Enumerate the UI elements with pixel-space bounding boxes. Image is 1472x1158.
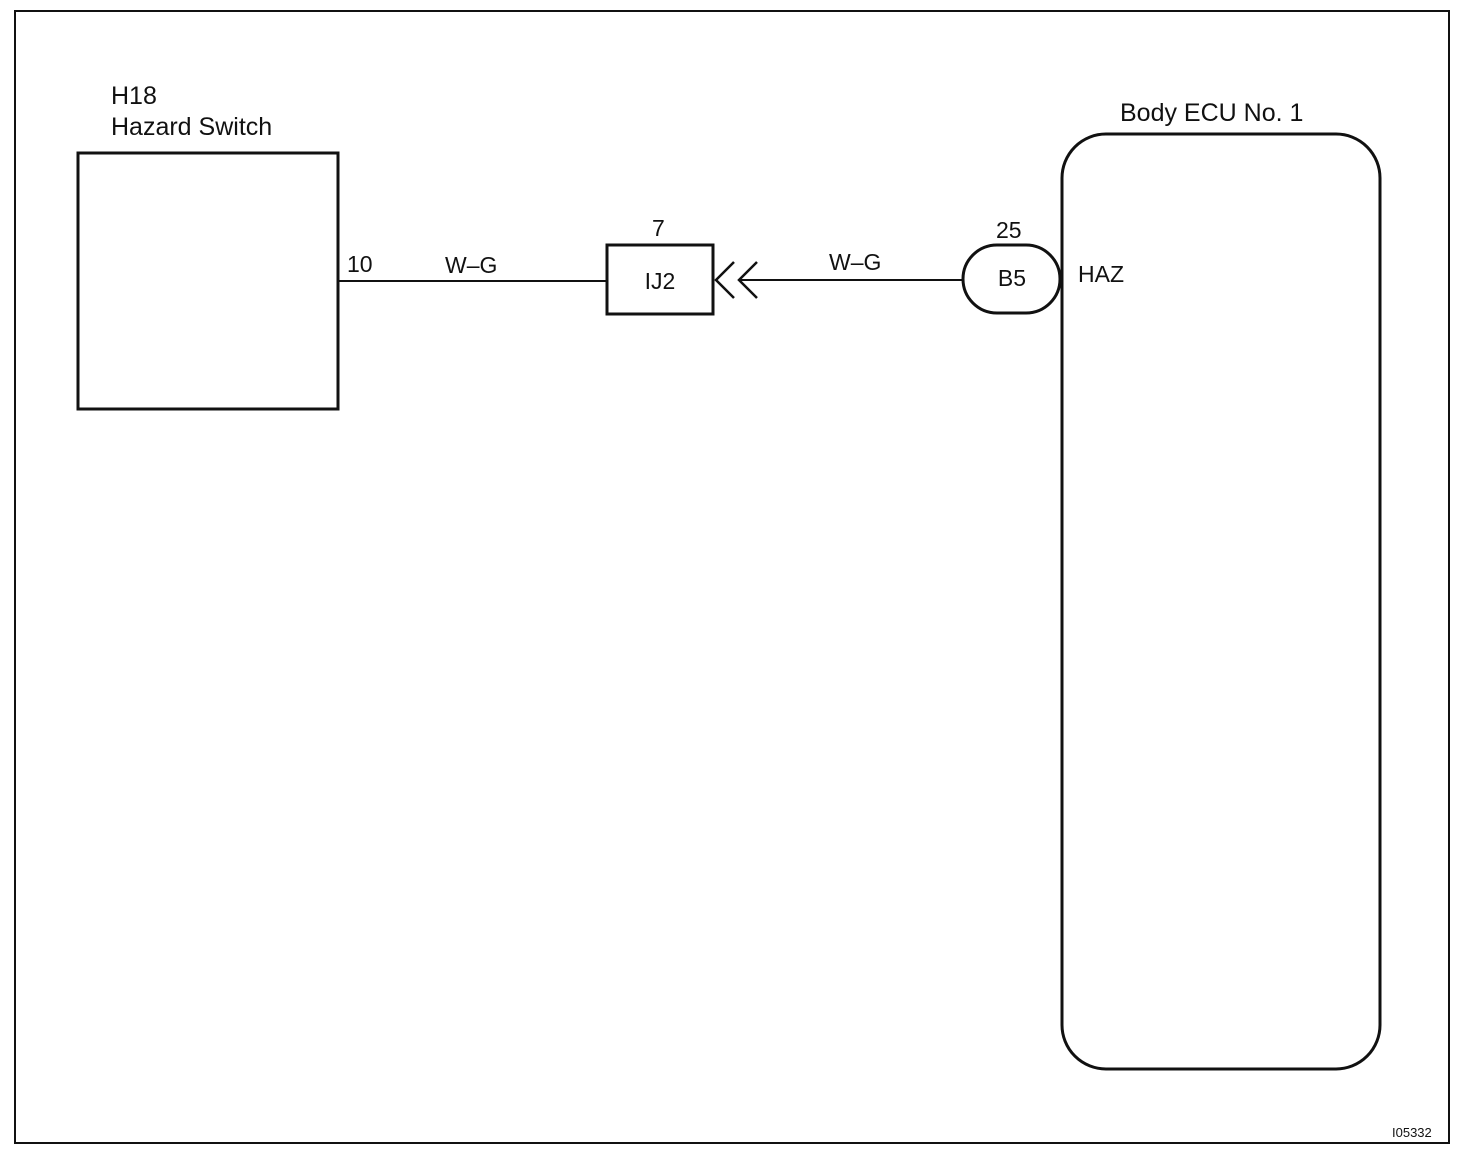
body-ecu-name: Body ECU No. 1 xyxy=(1120,99,1303,127)
wire-left-color: W–G xyxy=(445,252,497,278)
hazard-switch-code: H18 xyxy=(111,82,157,110)
junction-box xyxy=(605,243,715,316)
ecu-connector-pin: 25 xyxy=(996,217,1022,243)
junction-id: IJ2 xyxy=(645,268,676,294)
junction-pin: 7 xyxy=(652,215,665,241)
wire-right-color: W–G xyxy=(829,249,881,275)
ecu-connector-id: B5 xyxy=(998,265,1026,291)
hazard-switch-name: Hazard Switch xyxy=(111,113,272,141)
diagram-frame xyxy=(14,10,1450,1144)
hazard-switch-box xyxy=(76,151,340,411)
figure-id: I05332 xyxy=(1392,1125,1432,1140)
body-ecu-box xyxy=(1060,132,1382,1071)
hazard-switch-pin: 10 xyxy=(347,251,373,277)
ecu-connector-oval xyxy=(961,243,1062,315)
chevron-connector-icon xyxy=(714,261,735,299)
ecu-terminal-label: HAZ xyxy=(1078,261,1124,287)
